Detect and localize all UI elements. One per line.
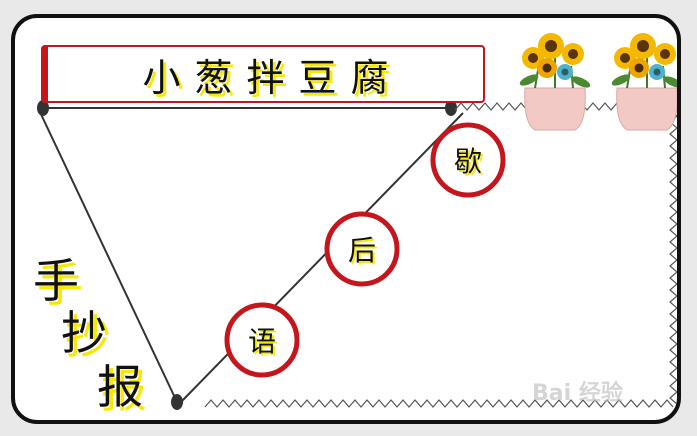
bottom-left-dot (171, 394, 183, 410)
circle-label-bottom: 语 (247, 325, 276, 358)
circle-label-top: 歇 (453, 145, 482, 178)
left-diagonal-line (38, 109, 178, 403)
circle-label-middle: 后 (347, 234, 376, 267)
circle-ring-top (430, 122, 506, 198)
handout-board: 小葱拌豆腐 手 抄 报 歇 后 语 (11, 14, 681, 424)
circle-ring-bottom (224, 302, 300, 378)
zigzag-right-border (669, 109, 677, 405)
sunflower-vase-icon (611, 33, 677, 131)
rising-diagonal-line (180, 112, 464, 403)
title-banner: 小葱拌豆腐 (41, 45, 485, 103)
sunflower-vase-icon (519, 33, 591, 131)
page-title: 小葱拌豆腐 (142, 55, 403, 100)
top-right-dot (445, 100, 457, 116)
side-title-char-1: 手 (33, 254, 79, 308)
side-title-char-2: 抄 (61, 306, 107, 360)
zigzag-bottom-border (204, 399, 674, 408)
circle-ring-middle (324, 211, 400, 287)
side-title-char-3: 报 (97, 360, 143, 414)
watermark: Bai 经验 (532, 381, 623, 406)
board-artwork (37, 33, 677, 410)
